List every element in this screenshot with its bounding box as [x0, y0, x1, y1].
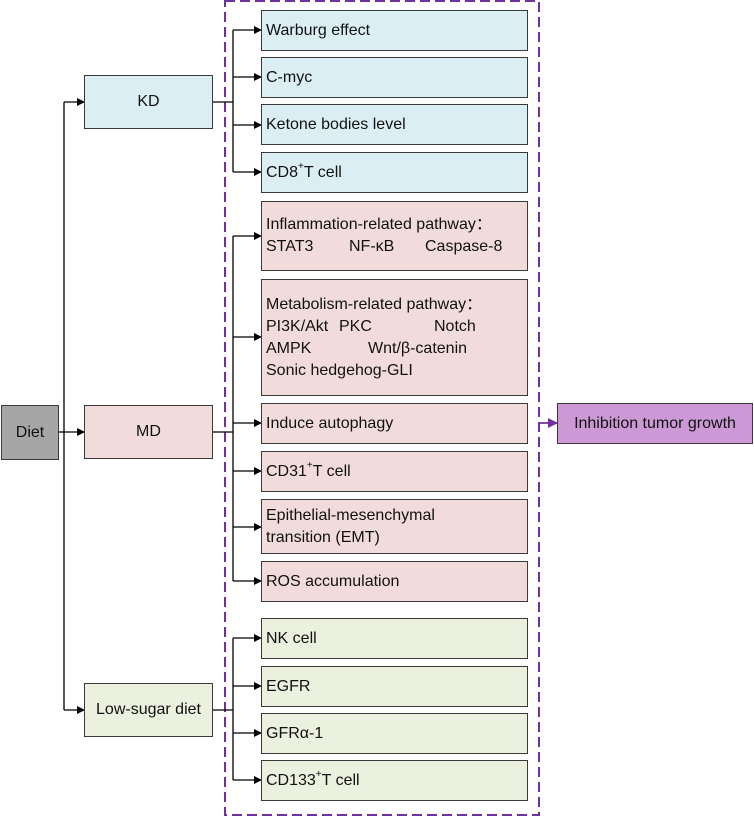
- kd-node: KD: [84, 75, 213, 129]
- cd31-t-cell-label: CD31+T cell: [266, 460, 351, 480]
- cd31-t-cell-box: CD31+T cell: [261, 451, 528, 492]
- low-sugar-node: Low-sugar diet: [84, 683, 213, 737]
- induce-autophagy-label: Induce autophagy: [266, 414, 394, 432]
- c-myc-box: C-myc: [261, 57, 528, 98]
- cd133-t-cell-label: CD133+T cell: [266, 769, 360, 789]
- md-label: MD: [136, 423, 161, 440]
- emt-box: Epithelial-mesenchymal transition (EMT): [261, 499, 528, 554]
- induce-autophagy-box: Induce autophagy: [261, 403, 528, 444]
- cd8-t-cell-label: CD8+T cell: [266, 161, 342, 181]
- cd133-t-cell-box: CD133+T cell: [261, 760, 528, 801]
- inflammation-pathway-title: Inflammation-related pathway：: [266, 216, 492, 233]
- outcome-label: Inhibition tumor growth: [574, 414, 736, 432]
- c-myc-label: C-myc: [266, 68, 313, 86]
- emt-line-2: transition (EMT): [266, 528, 380, 546]
- ros-accumulation-box: ROS accumulation: [261, 561, 528, 602]
- warburg-effect-label: Warburg effect: [266, 21, 371, 39]
- cd8-t-cell-box: CD8+T cell: [261, 152, 528, 193]
- warburg-effect-box: Warburg effect: [261, 10, 528, 51]
- dashed-group-frame: [224, 0, 540, 816]
- emt-line-1: Epithelial-mesenchymal: [266, 506, 435, 524]
- md-node: MD: [84, 405, 213, 459]
- ketone-bodies-box: Ketone bodies level: [261, 104, 528, 145]
- diet-node: Diet: [1, 405, 59, 460]
- low-sugar-label: Low-sugar diet: [96, 701, 201, 718]
- ros-accumulation-label: ROS accumulation: [266, 572, 400, 590]
- gfra-1-box: GFRα-1: [261, 713, 528, 754]
- gfra-1-label: GFRα-1: [266, 724, 324, 742]
- metabolism-pathway-box: Metabolism-related pathway： PI3K/Akt PKC…: [261, 279, 528, 396]
- nk-cell-box: NK cell: [261, 618, 528, 659]
- ketone-bodies-label: Ketone bodies level: [266, 115, 406, 133]
- metabolism-pathway-title: Metabolism-related pathway：: [266, 295, 483, 313]
- inflammation-pathway-box: Inflammation-related pathway： STAT3 NF-κ…: [261, 201, 528, 271]
- egfr-box: EGFR: [261, 666, 528, 707]
- kd-label: KD: [137, 93, 160, 110]
- outcome-node: Inhibition tumor growth: [557, 403, 753, 444]
- egfr-label: EGFR: [266, 677, 311, 695]
- nk-cell-label: NK cell: [266, 629, 317, 647]
- diet-label: Diet: [15, 423, 45, 441]
